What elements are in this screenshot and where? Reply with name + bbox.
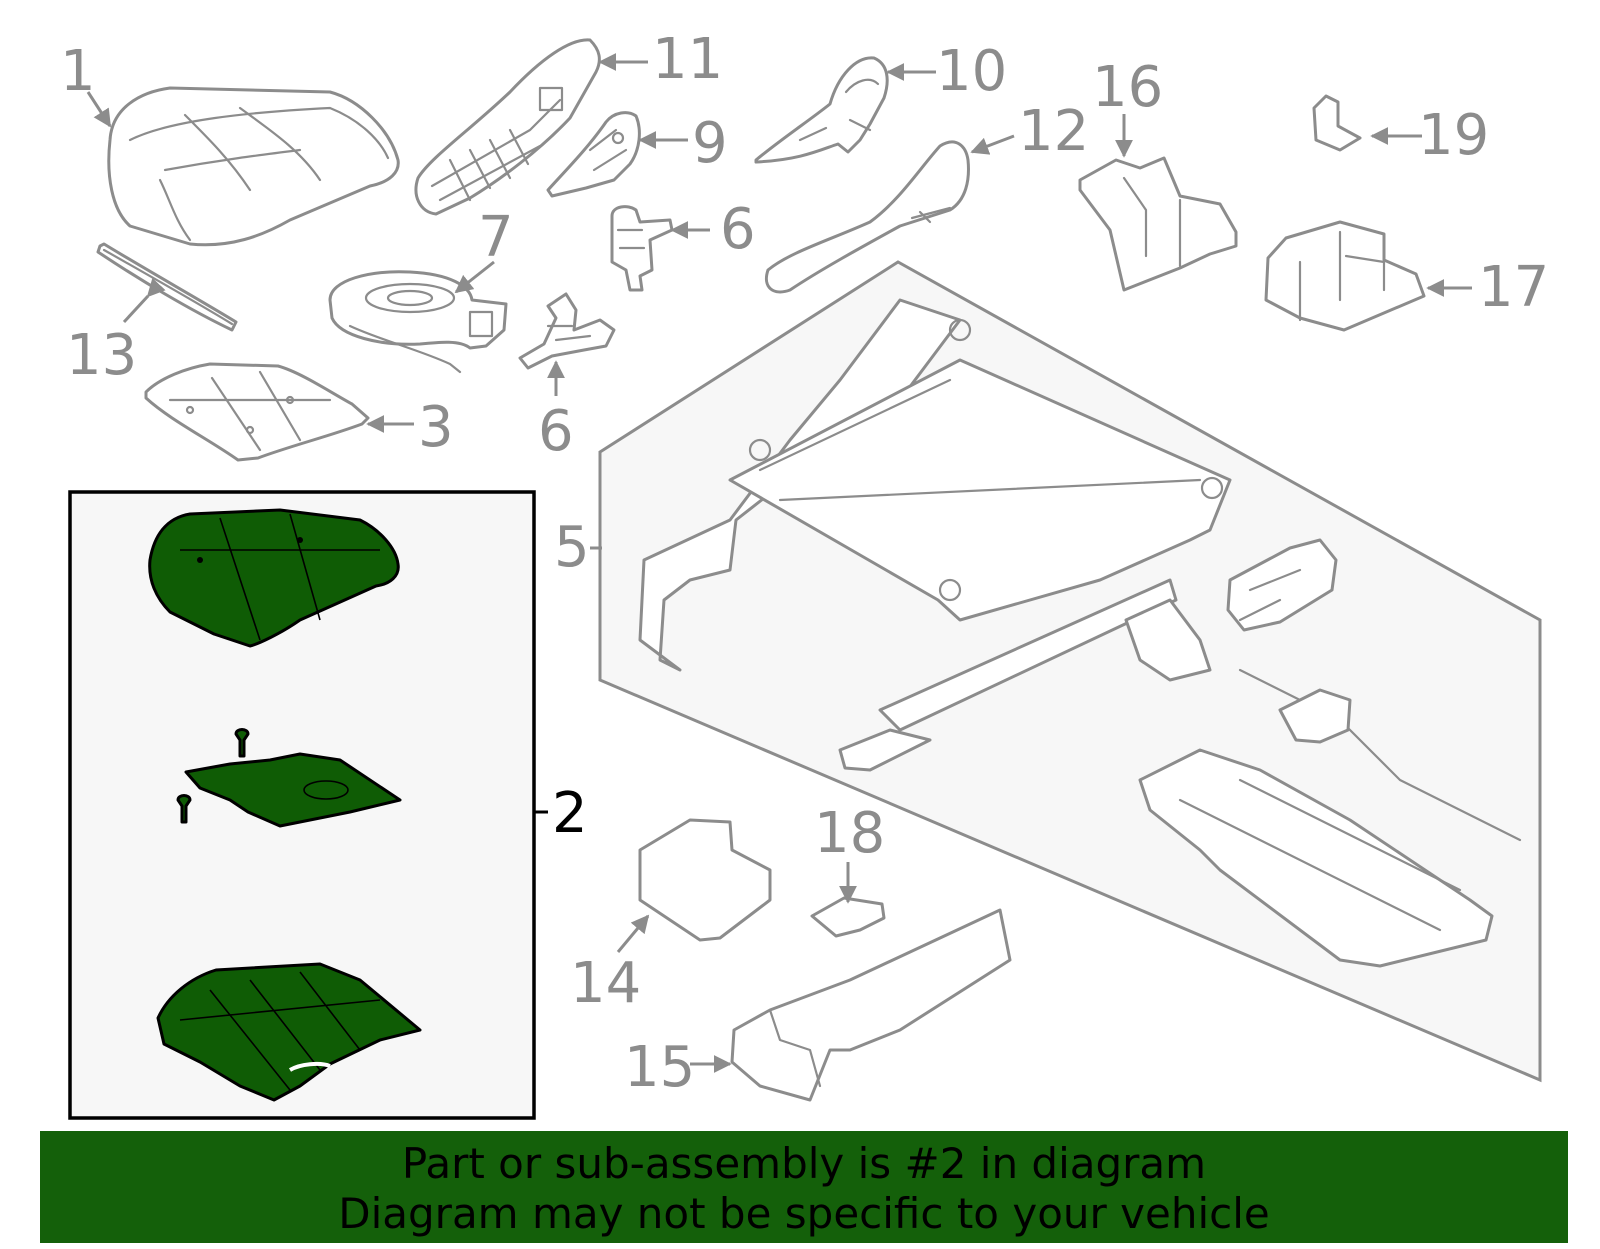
callout-9: 9	[692, 111, 728, 176]
callout-5: 5	[554, 515, 590, 580]
callout-14: 14	[570, 951, 641, 1016]
banner-line-2: Diagram may not be specific to your vehi…	[338, 1189, 1270, 1238]
bracket-6-upper[interactable]	[610, 205, 674, 292]
callout-2: 2	[552, 781, 588, 846]
callout-1: 1	[60, 39, 96, 104]
callout-6-lower: 6	[538, 399, 574, 464]
bracket-6-lower[interactable]	[518, 292, 616, 370]
recliner-cover-10[interactable]	[754, 56, 889, 164]
callout-11: 11	[652, 27, 723, 92]
leader-lines	[86, 53, 1472, 1073]
bracket-18[interactable]	[810, 896, 886, 938]
info-banner: Part or sub-assembly is #2 in diagram Di…	[40, 1131, 1568, 1243]
callout-17: 17	[1478, 255, 1549, 320]
callout-15: 15	[624, 1035, 695, 1100]
callout-12: 12	[1018, 99, 1089, 164]
bracket-16[interactable]	[1078, 156, 1238, 292]
callout-18: 18	[814, 801, 885, 866]
callout-16: 16	[1092, 55, 1163, 120]
clip-19[interactable]	[1312, 94, 1362, 152]
trim-strip[interactable]	[96, 242, 238, 332]
callout-6-upper: 6	[720, 197, 756, 262]
callout-13: 13	[66, 323, 137, 388]
bracket-17[interactable]	[1264, 220, 1426, 332]
side-trim-12[interactable]	[765, 140, 970, 294]
callout-19: 19	[1418, 103, 1489, 168]
lumbar-motor[interactable]	[328, 270, 508, 374]
trim-cover-9[interactable]	[546, 111, 641, 198]
cushion-pad-green[interactable]	[148, 508, 400, 648]
cushion-pan[interactable]	[144, 362, 370, 462]
seat-cushion-cover[interactable]	[107, 86, 400, 247]
callout-3: 3	[418, 395, 454, 460]
banner-line-1: Part or sub-assembly is #2 in diagram	[401, 1139, 1207, 1188]
seat-track-frame[interactable]	[638, 298, 1522, 968]
board-plate-green[interactable]	[176, 728, 402, 828]
callout-numbers: 1 2 3 5 6 6 7 9 10 11 12 13 14 15 16 17 …	[60, 27, 1549, 1100]
side-cover-15[interactable]	[730, 908, 1012, 1102]
callout-7: 7	[478, 205, 514, 270]
callout-10: 10	[936, 39, 1007, 104]
frame-pan-green[interactable]	[156, 962, 422, 1102]
